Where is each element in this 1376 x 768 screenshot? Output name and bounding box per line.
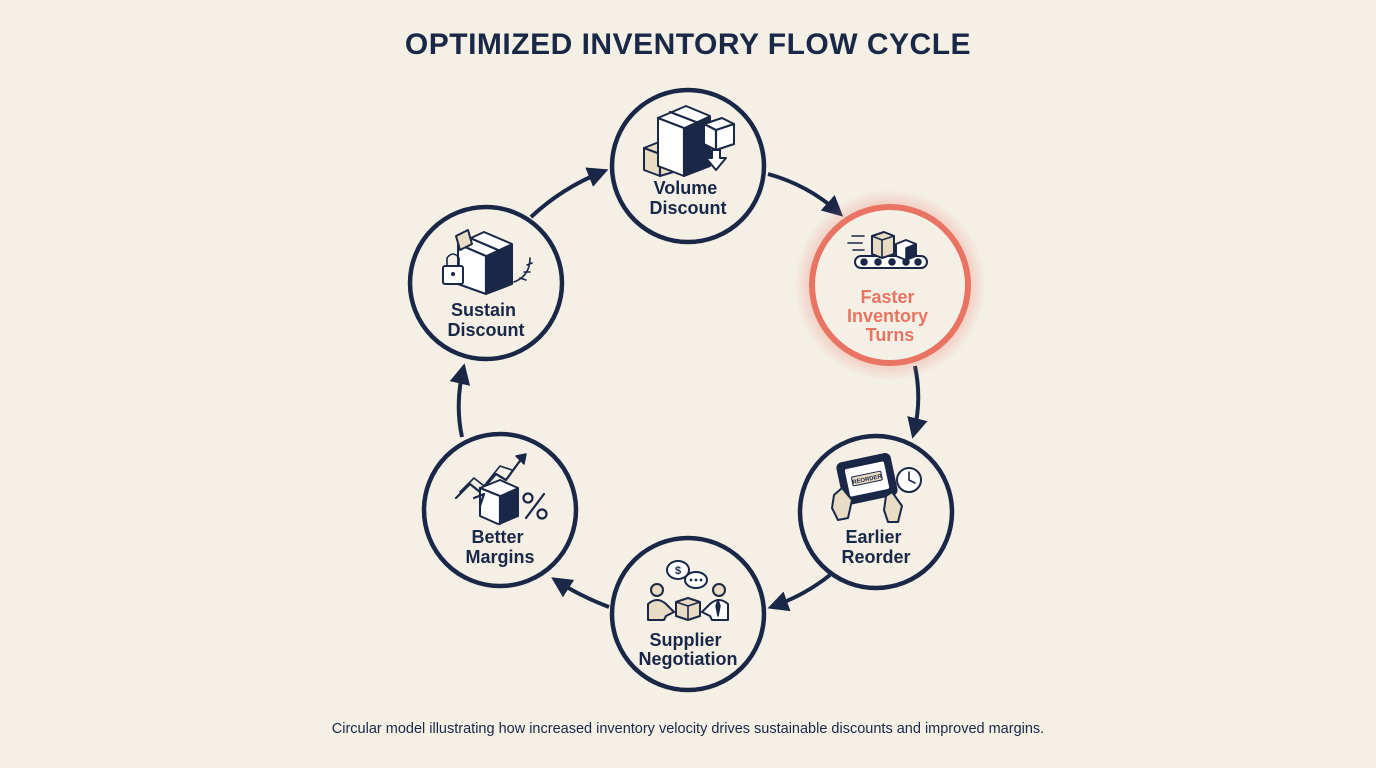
tablet-reorder-clock-icon: REORDER xyxy=(831,453,922,523)
node-sustain-discount: Sustain Discount xyxy=(407,204,565,362)
handshake-negotiation-icon: $ xyxy=(647,560,729,621)
arrow-better-to-sustain xyxy=(449,363,471,438)
conveyor-belt-boxes-icon xyxy=(847,231,928,269)
node-circle xyxy=(809,204,971,366)
node-faster-inventory-turns: Faster Inventory Turns xyxy=(794,189,986,381)
node-label: Supplier Negotiation xyxy=(639,630,738,669)
node-volume-discount: Volume Discount xyxy=(609,87,767,245)
box-percent-trend-icon xyxy=(454,453,548,526)
node-label: Earlier Reorder xyxy=(841,527,910,567)
stacked-boxes-down-arrow-icon xyxy=(642,105,736,178)
diagram-caption: Circular model illustrating how increase… xyxy=(331,721,1045,737)
svg-text:$: $ xyxy=(675,565,681,577)
arrow-earlier-to-supplier xyxy=(767,573,832,612)
node-label: Faster Inventory Turns xyxy=(847,287,933,345)
node-label: Sustain Discount xyxy=(447,300,524,340)
diagram-title: OPTIMIZED INVENTORY FLOW CYCLE xyxy=(404,28,972,61)
node-supplier-negotiation: $ Supplier Negotiation xyxy=(609,535,767,693)
arrow-sustain-to-volume xyxy=(529,167,609,219)
arrow-volume-to-faster xyxy=(767,172,844,217)
node-label: Better Margins xyxy=(465,527,534,567)
node-label: Volume Discount xyxy=(649,178,726,218)
node-better-margins: Better Margins xyxy=(421,431,579,589)
node-earlier-reorder: REORDER Earlier Reorder xyxy=(797,433,955,591)
arrow-supplier-to-better xyxy=(551,577,610,609)
box-lock-laurel-icon xyxy=(442,229,533,296)
